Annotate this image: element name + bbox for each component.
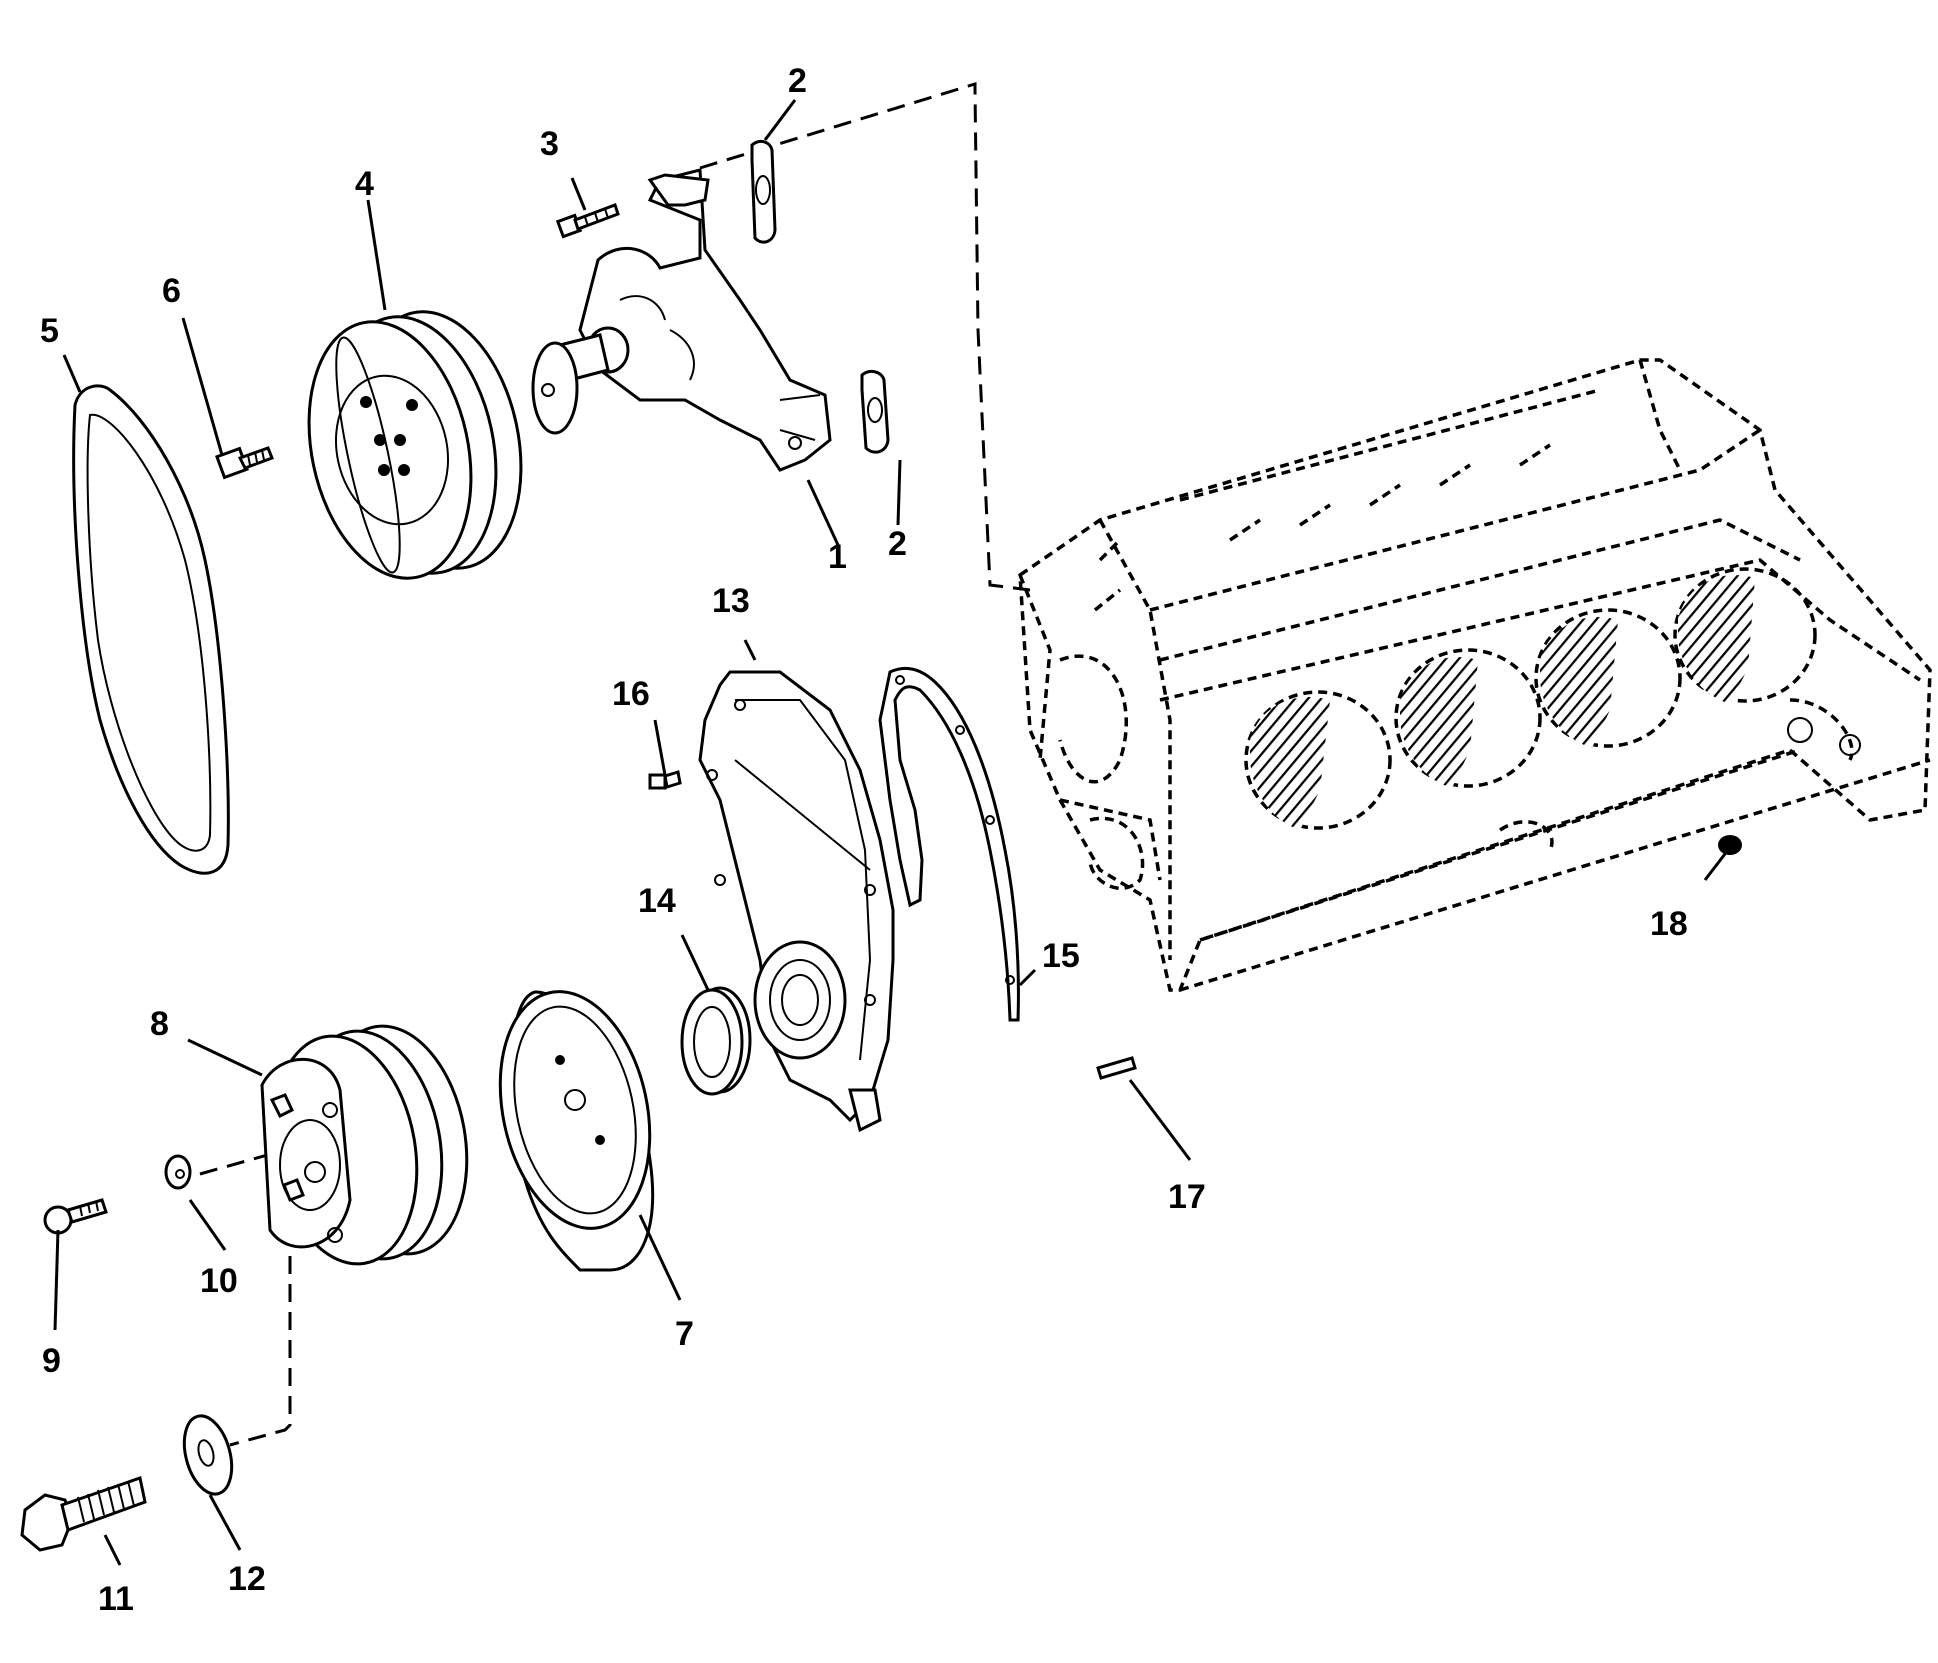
bolt-3	[555, 203, 620, 239]
bolt-16	[648, 770, 682, 790]
callout-5: 5	[40, 312, 59, 350]
callout-4: 4	[355, 165, 374, 203]
crank-pulley-lower	[260, 1024, 469, 1266]
callout-8: 8	[150, 1005, 169, 1043]
plug-18	[1718, 835, 1742, 855]
callout-labels: 1 2 2 3 4 5 6 7 8 9 10 11 12 13 14 15 16…	[40, 62, 1688, 1618]
callout-18: 18	[1650, 905, 1688, 943]
callout-7: 7	[675, 1315, 694, 1353]
screw-6	[215, 446, 274, 480]
washer-12	[182, 1414, 234, 1496]
crank-pulley-upper	[307, 310, 523, 580]
gasket-2-lower	[860, 369, 890, 454]
callout-12: 12	[228, 1560, 266, 1598]
engine-block	[1018, 358, 1932, 992]
callout-3: 3	[540, 125, 559, 163]
gasket-2-upper	[750, 139, 777, 244]
leader-lines	[53, 99, 1730, 1566]
harmonic-balancer	[498, 990, 655, 1272]
callout-2-lower: 2	[888, 525, 907, 563]
callout-9: 9	[42, 1342, 61, 1380]
callout-16: 16	[612, 675, 650, 713]
bolt-11	[20, 1476, 147, 1552]
dowel-pin-17	[1096, 1056, 1137, 1080]
callout-11: 11	[98, 1580, 134, 1618]
callout-13: 13	[712, 582, 750, 620]
cylinder-bore-4	[1673, 567, 1817, 704]
bolt-9	[43, 1198, 108, 1235]
callout-17: 17	[1168, 1178, 1206, 1216]
v-belt	[72, 384, 230, 875]
callout-1: 1	[828, 538, 847, 576]
callout-2-upper: 2	[788, 62, 807, 100]
timing-cover	[698, 670, 895, 1133]
callout-6: 6	[162, 272, 181, 310]
cylinder-bore-3	[1534, 608, 1682, 748]
callout-10: 10	[200, 1262, 238, 1300]
washer-10	[164, 1154, 192, 1190]
cylinder-bore-2	[1394, 648, 1542, 788]
timing-cover-gasket	[878, 666, 1020, 1022]
water-pump	[531, 168, 832, 472]
front-seal	[680, 986, 752, 1096]
cylinder-bore-1	[1244, 690, 1392, 830]
callout-14: 14	[638, 882, 676, 920]
callout-15: 15	[1042, 937, 1080, 975]
